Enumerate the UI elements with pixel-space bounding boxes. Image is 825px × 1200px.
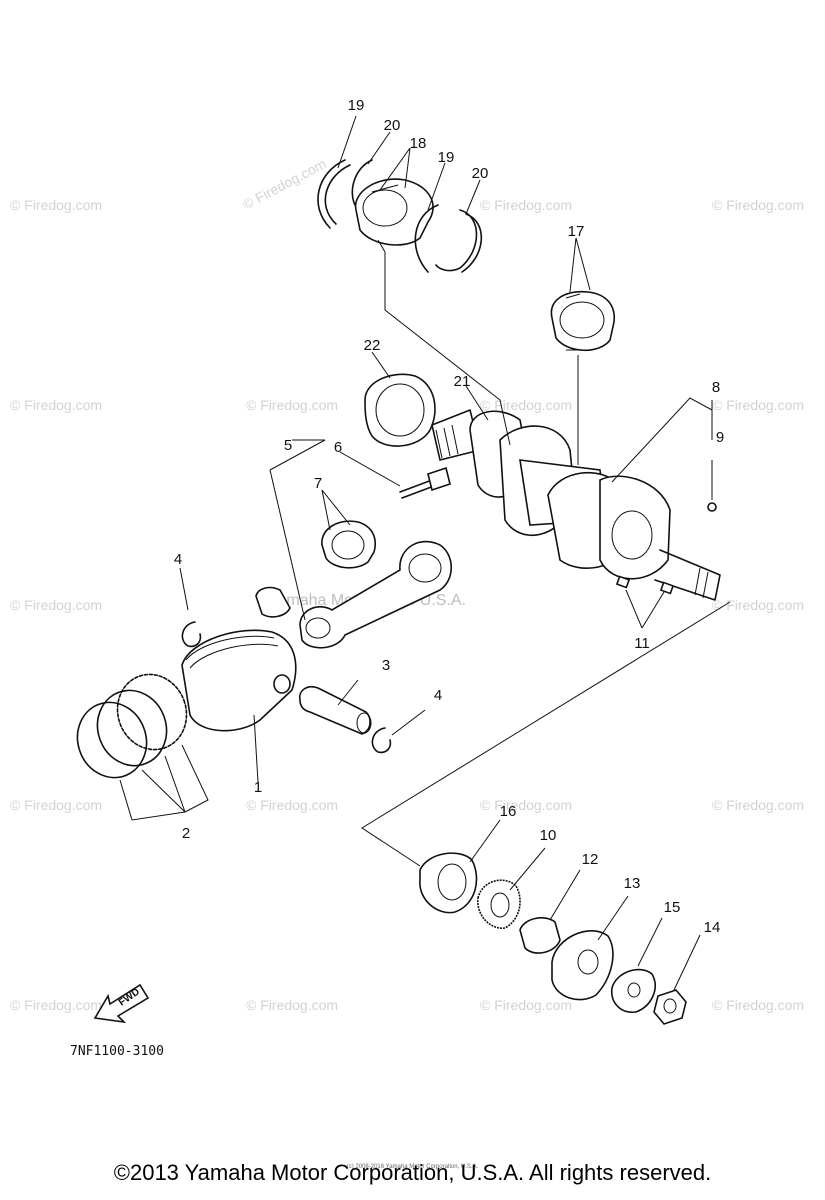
watermark: © Firedog.com: [712, 397, 804, 413]
part-9-pin: [707, 502, 717, 512]
fwd-arrow-icon: [93, 983, 150, 1024]
copyright-footer: ©2013 Yamaha Motor Corporation, U.S.A. A…: [113, 1160, 712, 1185]
callout-10: 10: [540, 827, 557, 844]
callout-4: 4: [434, 687, 442, 704]
callout-15: 15: [664, 899, 681, 916]
callout-5: 5: [284, 437, 292, 454]
watermark: © Firedog.com: [480, 997, 572, 1013]
callout-20: 20: [384, 117, 401, 134]
part-4-clip-left: [181, 621, 202, 648]
leader-lines: [119, 115, 731, 991]
watermark: © Firedog.com: [246, 397, 338, 413]
part-1-piston: [181, 629, 297, 732]
watermark: © Firedog.com: [712, 797, 804, 813]
part-20-ring-mid: [435, 209, 483, 273]
watermark: © Firedog.com: [10, 597, 102, 613]
callout-9: 9: [716, 429, 724, 446]
callout-20: 20: [472, 165, 489, 182]
callout-14: 14: [704, 919, 721, 936]
callout-labels: 1 2 3 4 4 5 6 7 8 9 10 11 12 13 14 15 16…: [174, 97, 724, 936]
part-4-clip-right: [371, 727, 392, 754]
callout-11: 11: [634, 635, 650, 652]
part-20-ring-top: [351, 159, 373, 206]
watermark: © Firedog.com: [10, 797, 102, 813]
watermark: © Firedog.com: [246, 797, 338, 813]
watermark: © Firedog.com: [10, 397, 102, 413]
part-10-gear: [477, 879, 521, 929]
part-19-clip-mid: [414, 204, 439, 273]
part-3-piston-pin: [298, 685, 372, 735]
watermark: © Firedog.com: [712, 997, 804, 1013]
part-2-piston-rings: [76, 673, 188, 779]
part-14-nut: [653, 989, 687, 1025]
watermark: © Firedog.com: [480, 797, 572, 813]
callout-2: 2: [182, 825, 190, 842]
part-11-key: [659, 581, 675, 595]
callout-17: 17: [568, 223, 585, 240]
callout-3: 3: [382, 657, 390, 674]
diagram-code: 7NF1100-3100: [70, 1044, 164, 1059]
callout-6: 6: [334, 439, 342, 456]
tiny-copyright: (c) 2008-2016 Yamaha Motor Corporation, …: [346, 1164, 479, 1170]
callout-21: 21: [454, 373, 471, 390]
part-7-bearing: [321, 520, 376, 569]
part-17-bearing: [550, 291, 615, 351]
part-16-oil-seal: [419, 852, 478, 914]
part-11-key: [615, 575, 631, 589]
part-18-bearing: [354, 178, 434, 253]
callout-4: 4: [174, 551, 182, 568]
callout-19: 19: [438, 149, 455, 166]
part-22-oil-seal: [364, 373, 436, 447]
callout-16: 16: [500, 803, 517, 820]
watermark-grid: © Firedog.com © Firedog.com © Firedog.co…: [10, 155, 804, 1013]
watermark: © Firedog.com: [712, 197, 804, 213]
part-12-collar: [519, 917, 561, 954]
callout-12: 12: [582, 851, 599, 868]
callout-19: 19: [348, 97, 365, 114]
part-13-rotor: [551, 930, 614, 1001]
part-6-bolt: [399, 466, 451, 499]
watermark: © Firedog.com: [480, 197, 572, 213]
watermark: © Firedog.com: [480, 397, 572, 413]
small-bearing: [255, 586, 291, 618]
callout-18: 18: [410, 135, 427, 152]
watermark: © Firedog.com: [712, 597, 804, 613]
callout-7: 7: [314, 475, 322, 492]
callout-13: 13: [624, 875, 641, 892]
part-19-clip-top: [317, 159, 351, 229]
callout-22: 22: [364, 337, 381, 354]
watermark: © Firedog.com: [240, 155, 329, 212]
callout-1: 1: [254, 779, 262, 796]
watermark: © Firedog.com: [10, 197, 102, 213]
part-21-crankshaft: [431, 409, 721, 601]
part-5-connecting-rod: [299, 540, 453, 649]
watermark: © Firedog.com: [10, 997, 102, 1013]
part-15-washer: [611, 968, 656, 1013]
callout-8: 8: [712, 379, 720, 396]
watermark: © Firedog.com: [246, 997, 338, 1013]
